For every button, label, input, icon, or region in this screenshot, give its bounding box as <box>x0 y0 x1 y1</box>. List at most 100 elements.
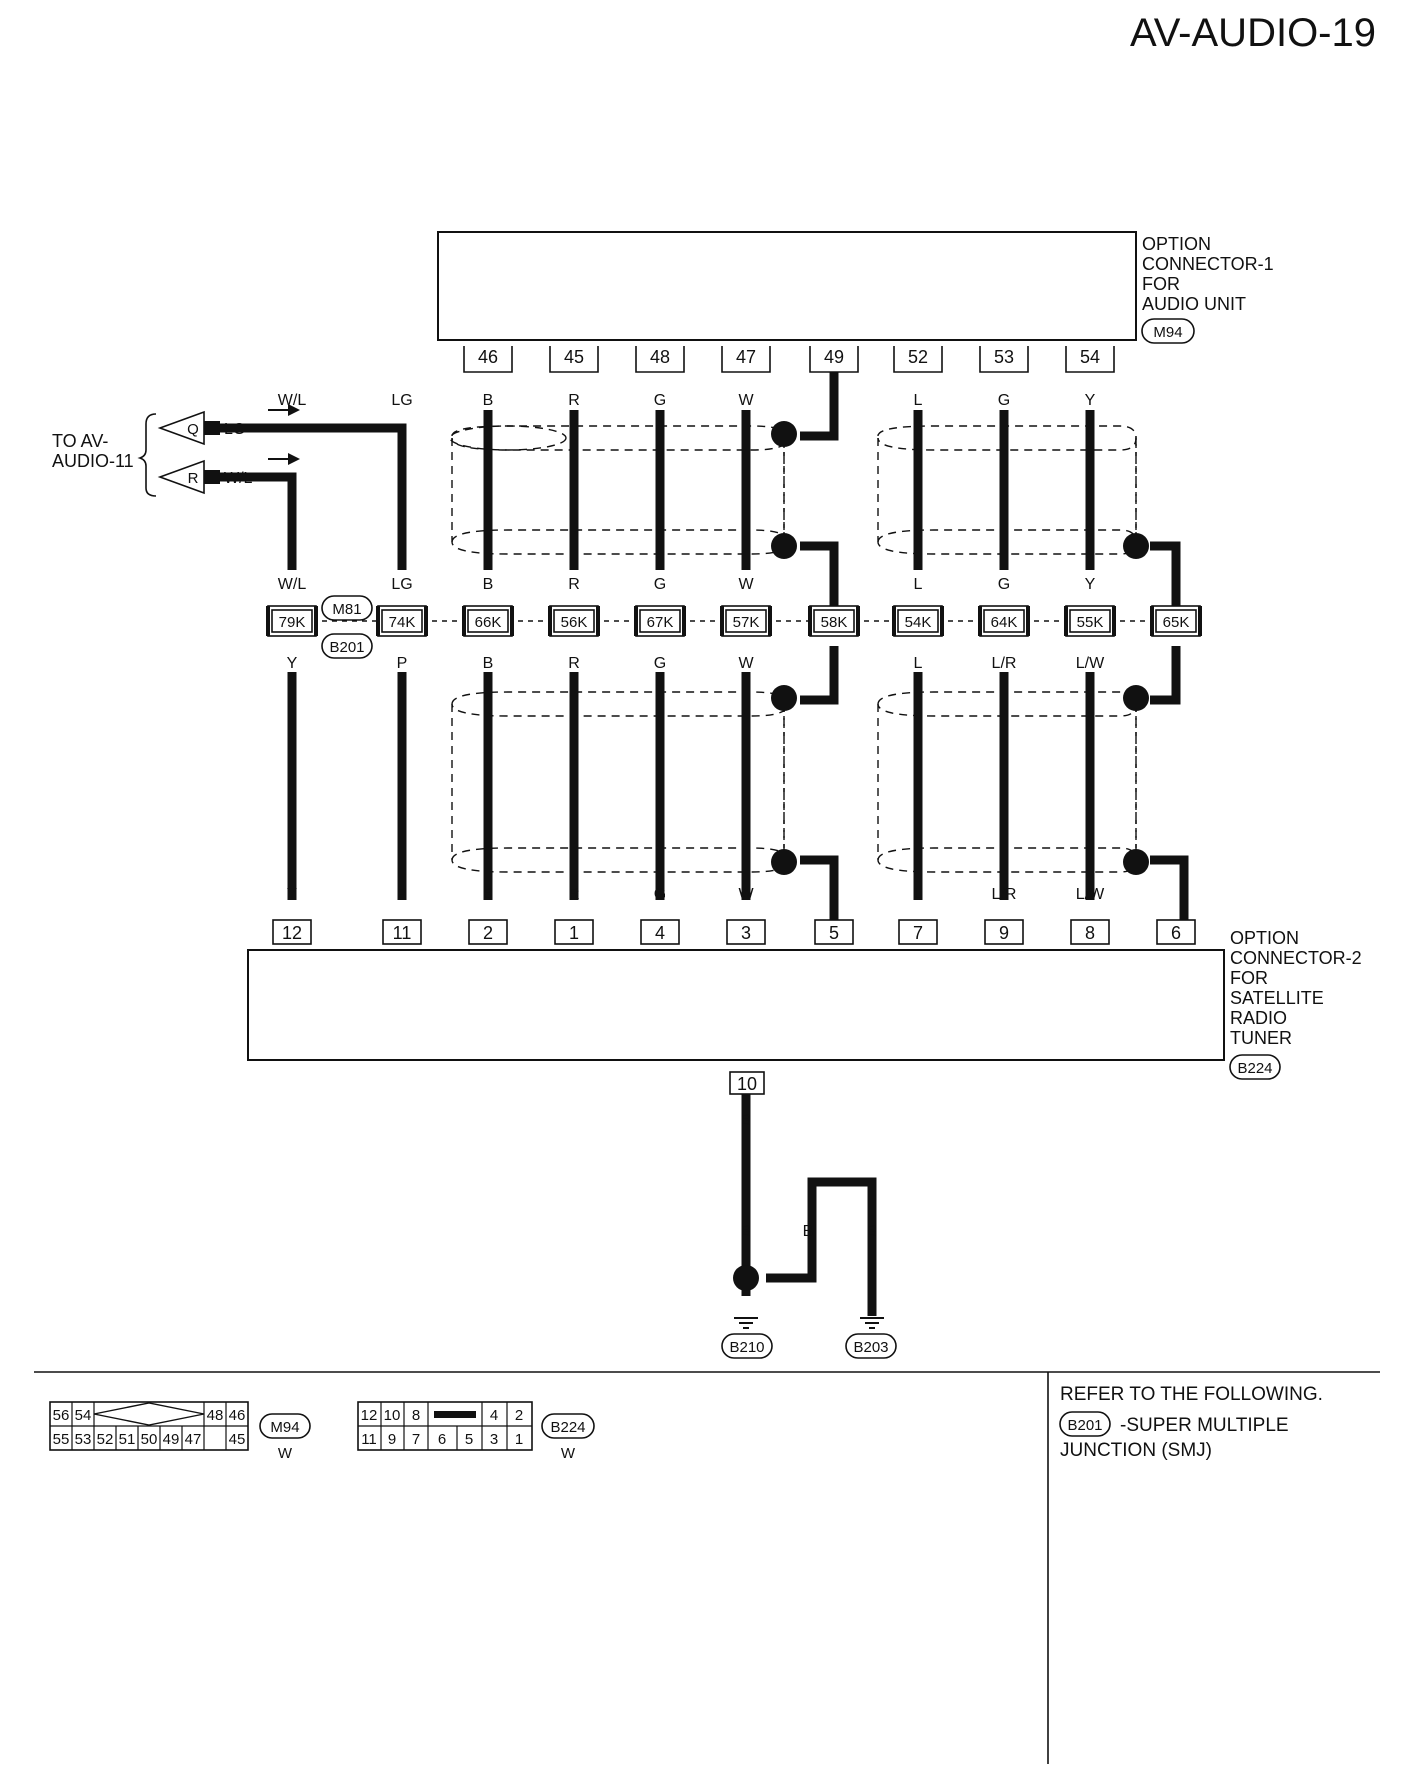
pin-number: 4 <box>655 923 665 943</box>
signal-tag: R <box>188 470 199 487</box>
pin-number: 47 <box>736 347 756 367</box>
wire-drain-pin6 <box>1150 855 1189 920</box>
cavity-number: 56 <box>53 1407 70 1424</box>
tuner-name-line: OPTION <box>1230 928 1299 948</box>
ground-symbol-icon <box>860 1317 884 1329</box>
cavity-number: 5 <box>465 1431 473 1448</box>
reference-brace <box>137 413 157 497</box>
wire-color-label: LG <box>391 576 412 593</box>
pin-box <box>554 919 594 945</box>
cavity-number: 10 <box>384 1407 401 1424</box>
audio-unit-name-line: OPTION <box>1142 234 1211 254</box>
wire-wl-in <box>220 472 297 570</box>
cavity-number: 45 <box>229 1431 246 1448</box>
junction-terminal-inner <box>467 609 509 633</box>
wire-color-label: B <box>741 1223 752 1240</box>
wire-color-label: G <box>654 576 666 593</box>
connector-badge-b201 <box>321 633 373 659</box>
cavity-number: 54 <box>75 1407 92 1424</box>
wire-color-label: L/R <box>992 886 1017 903</box>
wire-drain-65k-down <box>1150 646 1181 705</box>
cavity-number: 49 <box>163 1431 180 1448</box>
pin-box <box>726 919 766 945</box>
pin-number: 10 <box>737 1074 757 1094</box>
pin-box <box>729 1071 765 1095</box>
connector-badge-b224 <box>1229 1054 1281 1080</box>
pin-box <box>468 919 508 945</box>
splice-dot <box>771 533 797 559</box>
pin-number: 48 <box>650 347 670 367</box>
wire-color-label: R <box>568 576 580 593</box>
cavity-number: 9 <box>388 1431 396 1448</box>
wire-color-label: G <box>998 392 1010 409</box>
pin-box <box>272 919 312 945</box>
junction-cavity: 64K <box>991 614 1018 631</box>
wire-color-label: L/W <box>1076 886 1105 903</box>
wire-color-label: W <box>738 655 754 672</box>
wire-color-label: B <box>483 576 494 593</box>
wire-lg-in <box>220 423 407 570</box>
connector-id: M81 <box>332 601 361 618</box>
pin-box <box>1070 919 1110 945</box>
ground-badge-b203 <box>845 1333 897 1359</box>
wire-color-label: LG <box>391 392 412 409</box>
pin-number: 2 <box>483 923 493 943</box>
junction-cavity: 79K <box>279 614 306 631</box>
cavity-number: 53 <box>75 1431 92 1448</box>
cavity-number: 46 <box>229 1407 246 1424</box>
cavity-number: 11 <box>361 1431 377 1448</box>
cavity-number: 50 <box>141 1431 158 1448</box>
wire-color-label: P <box>397 886 408 903</box>
wire-color-label: B <box>483 655 494 672</box>
cavity-number: 48 <box>207 1407 224 1424</box>
pin-number: 46 <box>478 347 498 367</box>
wire-color-label: L <box>914 655 923 672</box>
junction-terminal-inner <box>897 609 939 633</box>
pin-number: 7 <box>913 923 923 943</box>
cavity-number: 2 <box>515 1407 523 1424</box>
splice-dot <box>1123 849 1149 875</box>
wire-color-label: W/L <box>278 392 307 409</box>
audio-unit-name-line: AUDIO UNIT <box>1142 294 1246 314</box>
signal-terminal <box>204 421 220 435</box>
reference-heading: REFER TO THE FOLLOWING. <box>1060 1384 1323 1405</box>
pin-box <box>1065 346 1115 373</box>
pin-box <box>463 346 513 373</box>
pin-box <box>382 919 422 945</box>
connector-id: B201 <box>329 639 364 656</box>
pin-number: 6 <box>1171 923 1181 943</box>
tuner-name-line: SATELLITE <box>1230 988 1324 1008</box>
pin-box <box>893 346 943 373</box>
pin-box <box>979 346 1029 373</box>
tuner-name-line: FOR <box>1230 968 1268 988</box>
reference-connector: B201 <box>1067 1417 1102 1434</box>
ground-badge-b210 <box>721 1333 773 1359</box>
audio-unit-name-line: CONNECTOR-1 <box>1142 254 1274 274</box>
cavity-number: 3 <box>490 1431 498 1448</box>
wire-color-label: Y <box>287 886 298 903</box>
pin-box <box>898 919 938 945</box>
signal-direction-arrow-icon <box>268 404 300 416</box>
wire-color-label: G <box>654 392 666 409</box>
junction-cavity: 57K <box>733 614 760 631</box>
audio-unit-name-line: FOR <box>1142 274 1180 294</box>
junction-cavity: 74K <box>389 614 416 631</box>
pin-number: 53 <box>994 347 1014 367</box>
junction-cavity: 55K <box>1077 614 1104 631</box>
junction-terminal-inner <box>813 609 855 633</box>
tuner-name-line: TUNER <box>1230 1028 1292 1048</box>
splice-dot <box>1123 685 1149 711</box>
reference-text: JUNCTION (SMJ) <box>1060 1440 1212 1461</box>
pin-box <box>809 346 859 373</box>
shield-groups <box>449 425 1137 873</box>
wire-color-label: L/R <box>992 655 1017 672</box>
pin-number: 3 <box>741 923 751 943</box>
wire-color-label: L <box>914 886 923 903</box>
reference-badge <box>1059 1411 1111 1437</box>
wire-color-label: B <box>741 1112 752 1129</box>
tuner-name-line: CONNECTOR-2 <box>1230 948 1362 968</box>
pin-number: 9 <box>999 923 1009 943</box>
signal-tag: Q <box>187 421 199 438</box>
cavity-number: 52 <box>97 1431 114 1448</box>
cavity-number: 7 <box>412 1431 420 1448</box>
